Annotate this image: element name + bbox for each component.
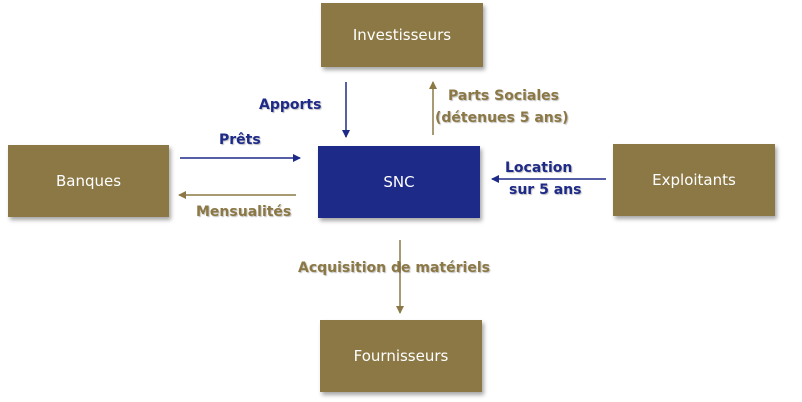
label-parts-sociales: Parts Sociales (détenues 5 ans)	[435, 85, 569, 129]
label-mensualites: Mensualités	[196, 204, 292, 220]
label-location: Location sur 5 ans	[505, 157, 581, 201]
label-location-line2: sur 5 ans	[509, 182, 582, 198]
node-snc: SNC	[318, 146, 480, 218]
label-parts-sociales-line1: Parts Sociales	[448, 88, 560, 104]
label-parts-sociales-line2: (détenues 5 ans)	[435, 110, 569, 126]
node-banques: Banques	[8, 145, 169, 217]
node-fournisseurs: Fournisseurs	[320, 320, 482, 392]
node-investisseurs: Investisseurs	[321, 3, 483, 67]
label-location-line1: Location	[505, 160, 573, 176]
label-apports: Apports	[259, 97, 322, 113]
label-acquisition: Acquisition de matériels	[298, 260, 490, 276]
label-prets: Prêts	[219, 132, 261, 148]
node-exploitants: Exploitants	[613, 144, 775, 216]
